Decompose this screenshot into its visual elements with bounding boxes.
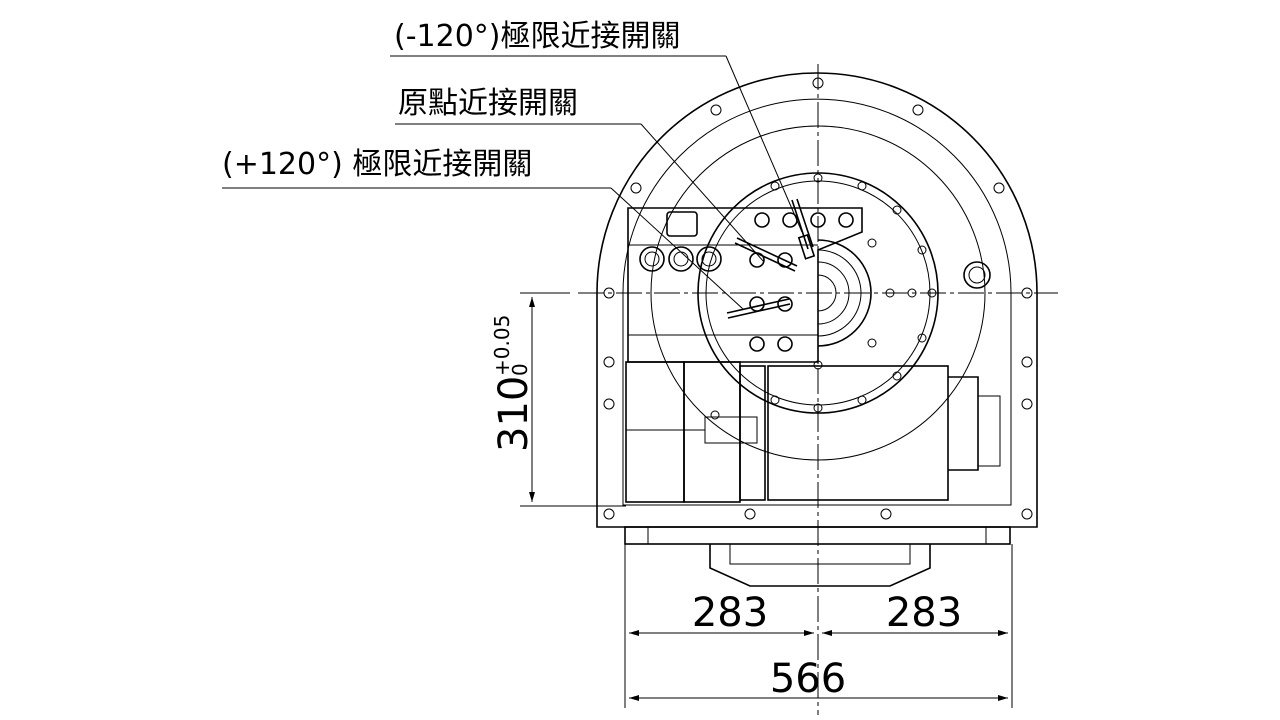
- total-width-value: 566: [770, 656, 846, 702]
- connector-box: [666, 211, 698, 237]
- reducer-body: [767, 365, 1001, 501]
- sensor-pos-limit: [726, 298, 791, 319]
- callout-neg-limit: (-120°)極限近接開關: [394, 19, 681, 54]
- side-plug: [963, 261, 991, 289]
- height-lower-tolerance: 0: [508, 363, 532, 376]
- height-dimension: [520, 292, 626, 507]
- width-dimensions: [624, 544, 1013, 708]
- half-width-right-value: 283: [886, 590, 962, 636]
- sensor-neg-limit: [791, 198, 816, 260]
- callout-origin: 原點近接開關: [398, 86, 578, 121]
- housing-outline: [596, 72, 1038, 528]
- height-upper-tolerance: +0.05: [490, 315, 514, 376]
- rotary-small-holes: [770, 173, 937, 413]
- callout-leaders: [222, 55, 803, 310]
- callout-pos-limit: (+120°) 極限近接開關: [222, 147, 532, 182]
- housing-inner-outline: [622, 98, 1012, 506]
- plate-bolts: [749, 212, 854, 352]
- half-width-left-value: 283: [692, 590, 768, 636]
- round-connectors: [639, 244, 722, 272]
- motor: [625, 361, 766, 503]
- height-dimension-value: 310: [491, 376, 537, 452]
- housing-bolt-holes: [603, 77, 1033, 520]
